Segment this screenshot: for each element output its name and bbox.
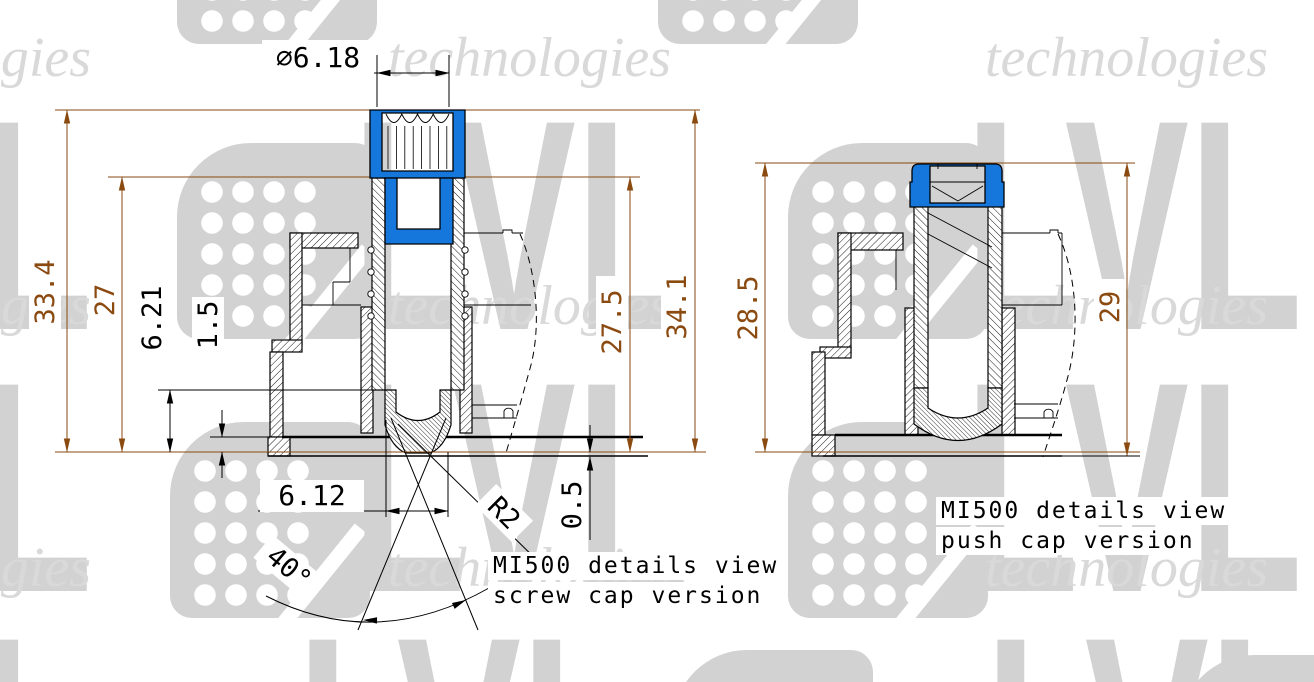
vial-section <box>367 177 469 454</box>
watermark-brand-text: LVL <box>965 57 1303 393</box>
watermark-word-text: technologies <box>0 27 92 89</box>
svg-text:34.1: 34.1 <box>662 274 693 339</box>
dim-overall-height: 33.4 <box>29 246 61 338</box>
svg-text:MI500 details view: MI500 details view <box>941 498 1226 524</box>
dim-cone-width: 6.12 <box>260 479 364 512</box>
dim-inner-height: 27.5 <box>596 276 628 368</box>
watermark-brand-text: LVL <box>985 592 1314 682</box>
dim-cap-diameter: ∅6.18 <box>262 40 374 76</box>
svg-text:33.4: 33.4 <box>30 259 61 324</box>
svg-text:28.5: 28.5 <box>733 275 764 340</box>
push-cap-view: 28.5 29 MI500 details view push cap vers… <box>732 162 1232 555</box>
watermark-brand-text: LVL <box>352 0 689 44</box>
svg-text:29: 29 <box>1095 291 1126 324</box>
svg-text:1.5: 1.5 <box>193 301 224 350</box>
adapter-section <box>267 232 473 457</box>
svg-text:∅6.18: ∅6.18 <box>276 41 360 74</box>
dim-body-height: 27 <box>89 272 121 328</box>
cap-liner <box>384 177 454 245</box>
tube-section <box>913 169 1003 441</box>
push-cap <box>909 163 1005 208</box>
watermark-brand-text: LVL <box>0 337 92 637</box>
septum-lines <box>927 212 993 269</box>
watermark-logo <box>658 0 858 44</box>
watermark-brand-text: LVL <box>0 0 79 44</box>
svg-text:MI500 details view: MI500 details view <box>493 553 778 579</box>
svg-text:27: 27 <box>90 284 121 317</box>
push-cap-caption: MI500 details view push cap version <box>936 497 1232 555</box>
dimension-lines-brown <box>755 162 1140 457</box>
dim-tip-protrusion: 0.5 <box>556 477 588 533</box>
screw-cap-view: 33.4 27 27.5 34.1 <box>29 40 784 631</box>
vial-cone-section <box>384 389 452 454</box>
cap-knurl <box>369 109 466 179</box>
watermark-word-text: technologies <box>0 537 92 599</box>
watermark-brand-text: LVL <box>965 319 1303 655</box>
screw-cap-caption: MI500 details view screw cap version <box>488 552 784 610</box>
svg-text:screw cap version: screw cap version <box>493 583 762 609</box>
svg-text:0.5: 0.5 <box>557 481 588 530</box>
arc-arrow <box>363 617 378 624</box>
watermark-logo <box>177 0 377 44</box>
base-plate <box>268 435 648 457</box>
arc-arrow <box>451 600 466 609</box>
watermark-brand-text: LVL <box>352 57 690 393</box>
svg-text:27.5: 27.5 <box>597 289 628 354</box>
dim-base-step: 1.5 <box>192 297 224 353</box>
dimension-lines-brown <box>55 109 706 453</box>
watermark-word-text: technologies <box>388 27 672 89</box>
watermark-word-text: technologies <box>985 27 1269 89</box>
dim-tip-height: 6.21 <box>136 272 168 364</box>
tube-bottom-section <box>913 387 1003 441</box>
adapter-outline <box>895 229 1063 419</box>
svg-text:6.21: 6.21 <box>137 285 168 350</box>
phantom-contour <box>505 233 537 454</box>
svg-text:6.12: 6.12 <box>278 479 345 512</box>
dim-total-height: 34.1 <box>661 261 693 353</box>
watermark-brand-text: LVL <box>1185 0 1314 44</box>
dim-cone-angle: 40° <box>253 534 325 602</box>
svg-text:push cap version: push cap version <box>941 528 1195 554</box>
adapter-outline <box>302 229 531 419</box>
phantom-contour <box>1042 233 1076 458</box>
dim-tip-radius: R2 <box>475 484 533 542</box>
watermark-brand-text: LVL <box>0 592 92 682</box>
dim-height-right: 29 <box>1094 279 1126 335</box>
dim-height-left: 28.5 <box>732 262 764 354</box>
screw-cap <box>369 109 466 245</box>
